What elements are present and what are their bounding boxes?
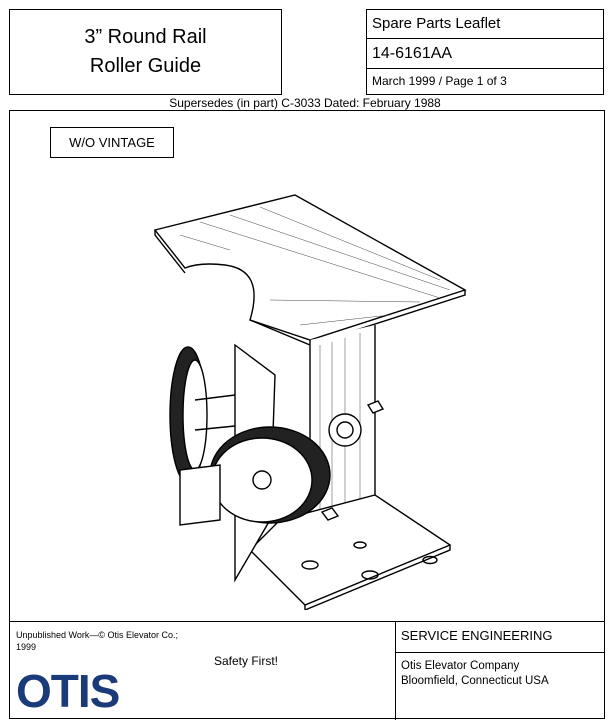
- safety-slogan: Safety First!: [214, 654, 279, 668]
- otis-logo: OTIS: [16, 667, 120, 713]
- company-location: Bloomfield, Connecticut USA: [401, 675, 549, 687]
- title-box: 3” Round Rail Roller Guide: [9, 9, 282, 95]
- department: SERVICE ENGINEERING: [396, 622, 604, 653]
- info-box: Spare Parts Leaflet 14-6161AA March 1999…: [366, 9, 604, 95]
- doc-type: Spare Parts Leaflet: [367, 10, 603, 39]
- supersedes-note: Supersedes (in part) C-3033 Dated: Febru…: [169, 96, 441, 110]
- footer: Unpublished Work—© Otis Elevator Co.; 19…: [9, 621, 605, 720]
- title-line-2: Roller Guide: [89, 55, 202, 77]
- roller-guide-drawing: [153, 194, 467, 610]
- svg-text:OTIS: OTIS: [16, 667, 119, 713]
- company-address: Otis Elevator Company Bloomfield, Connec…: [396, 653, 604, 689]
- doc-number: 14-6161AA: [367, 39, 603, 69]
- title-line-1: 3” Round Rail: [84, 26, 207, 48]
- date-page: March 1999 / Page 1 of 3: [372, 74, 507, 88]
- vintage-label: W/O VINTAGE: [50, 127, 174, 158]
- copyright-note: Unpublished Work—© Otis Elevator Co.; 19…: [16, 630, 179, 652]
- company-name: Otis Elevator Company: [401, 660, 520, 672]
- footer-left: Unpublished Work—© Otis Elevator Co.; 19…: [10, 622, 396, 720]
